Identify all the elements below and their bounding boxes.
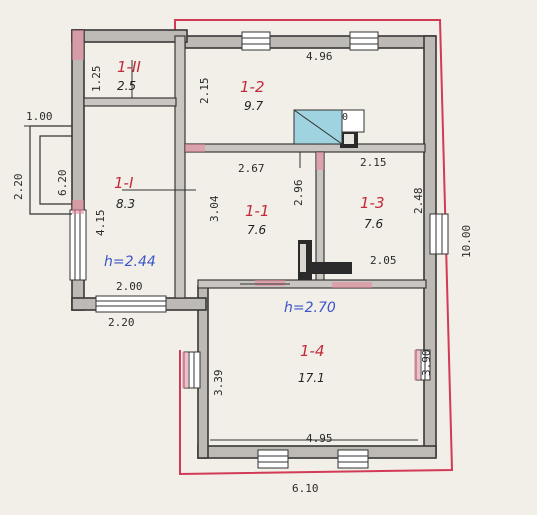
room-1-I-area: 8.3 xyxy=(116,197,135,211)
window-right xyxy=(429,213,449,255)
dim-wing-outer-width: 2.20 xyxy=(108,316,135,329)
dim-room13-bottom: 2.05 xyxy=(370,254,397,267)
dim-room11-width: 2.67 xyxy=(238,162,265,175)
height-label-wing: h=2.44 xyxy=(104,254,156,270)
dim-wing-inner-width: 2.00 xyxy=(116,280,143,293)
room-1-3-area: 7.6 xyxy=(364,217,383,231)
room-1-1-id: 1-1 xyxy=(245,202,270,220)
dim-small-room-height: 1.25 xyxy=(90,66,103,93)
room-1-I-id: 1-I xyxy=(114,174,134,192)
window-wing-bottom xyxy=(95,295,167,313)
dimension-ticks xyxy=(122,60,418,441)
dim-room11-left: 3.04 xyxy=(208,195,221,222)
window-top-left xyxy=(241,31,271,51)
room-1-4-id: 1-4 xyxy=(300,342,325,360)
dim-room12-height: 2.15 xyxy=(198,78,211,105)
dim-porch-depth: 6.20 xyxy=(56,170,69,197)
windows xyxy=(69,31,449,469)
dim-left-outer-height: 2.20 xyxy=(12,174,25,201)
dim-wing-height: 4.15 xyxy=(94,210,107,237)
dim-room13-width: 2.15 xyxy=(360,156,387,169)
dim-top-width: 4.96 xyxy=(306,50,333,63)
dim-porch-width: 1.00 xyxy=(26,110,53,123)
room-1-II-id: 1-II xyxy=(117,58,141,76)
room-1-2-area: 9.7 xyxy=(244,99,263,113)
window-bottom-left xyxy=(257,449,289,469)
room-1-1-area: 7.6 xyxy=(247,223,266,237)
dim-room11-right: 2.96 xyxy=(292,180,305,207)
window-bottom-right xyxy=(337,449,369,469)
stove-mark: 0 xyxy=(342,112,348,123)
dim-right-height: 10.00 xyxy=(460,225,473,258)
window-left-wing xyxy=(69,209,87,281)
room-1-II-area: 2.5 xyxy=(117,79,136,93)
room-1-2-id: 1-2 xyxy=(240,78,265,96)
dim-bottom-width: 6.10 xyxy=(292,482,319,495)
dim-room14-right: 3.90 xyxy=(420,350,433,377)
porch xyxy=(24,125,72,215)
room-1-3-id: 1-3 xyxy=(360,194,385,212)
dim-room13-height: 2.48 xyxy=(412,188,425,215)
interior-walls xyxy=(83,97,427,289)
height-label-main: h=2.70 xyxy=(284,300,336,316)
red-markings xyxy=(72,30,420,388)
window-top-right xyxy=(349,31,379,51)
dim-room14-width: 4.95 xyxy=(306,432,333,445)
dim-room14-left: 3.39 xyxy=(212,370,225,397)
room-1-4-area: 17.1 xyxy=(298,371,325,385)
